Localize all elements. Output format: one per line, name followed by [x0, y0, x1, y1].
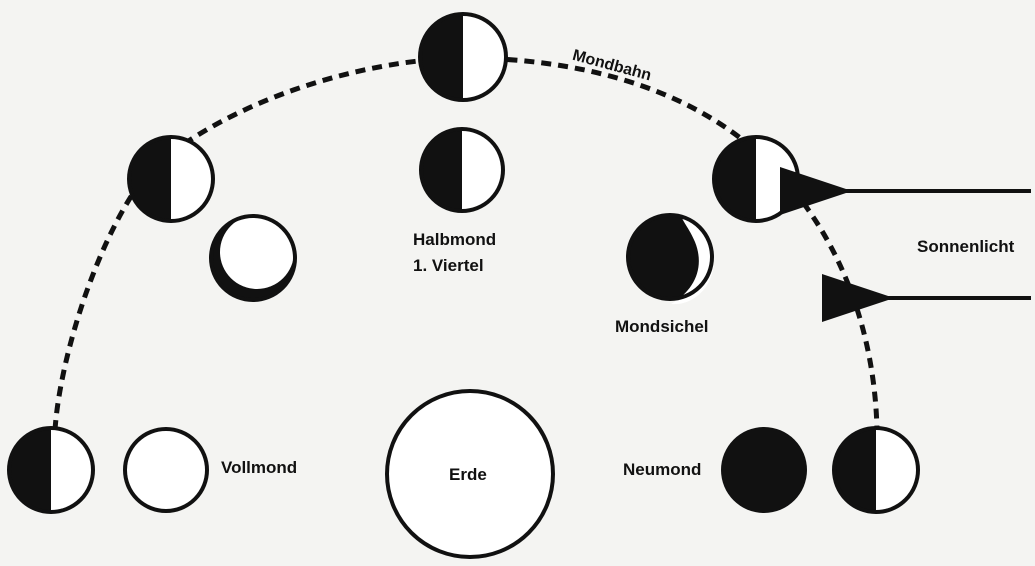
earth-label: Erde [449, 465, 487, 484]
earth-circle [385, 389, 555, 559]
half-moon-phase [419, 127, 505, 213]
orbit-moon-left-upper [127, 135, 215, 223]
orbit-moon-right-bottom [832, 426, 920, 514]
half-moon-label: Halbmond [413, 230, 497, 249]
crescent-moon [626, 213, 715, 305]
crescent-label: Mondsichel [615, 317, 709, 336]
full-moon-label: Vollmond [221, 458, 298, 477]
first-quarter-label: 1. Viertel [413, 256, 484, 275]
new-moon [721, 427, 807, 513]
orbit-moon-top [418, 12, 508, 102]
waxing-crescent-left [209, 214, 297, 302]
sunlight-label: Sonnenlicht [917, 237, 1015, 256]
new-moon-label: Neumond [623, 460, 702, 479]
orbit-moon-right-upper [712, 135, 800, 223]
orbit-moon-left-bottom [7, 426, 95, 514]
full-moon [123, 427, 209, 513]
